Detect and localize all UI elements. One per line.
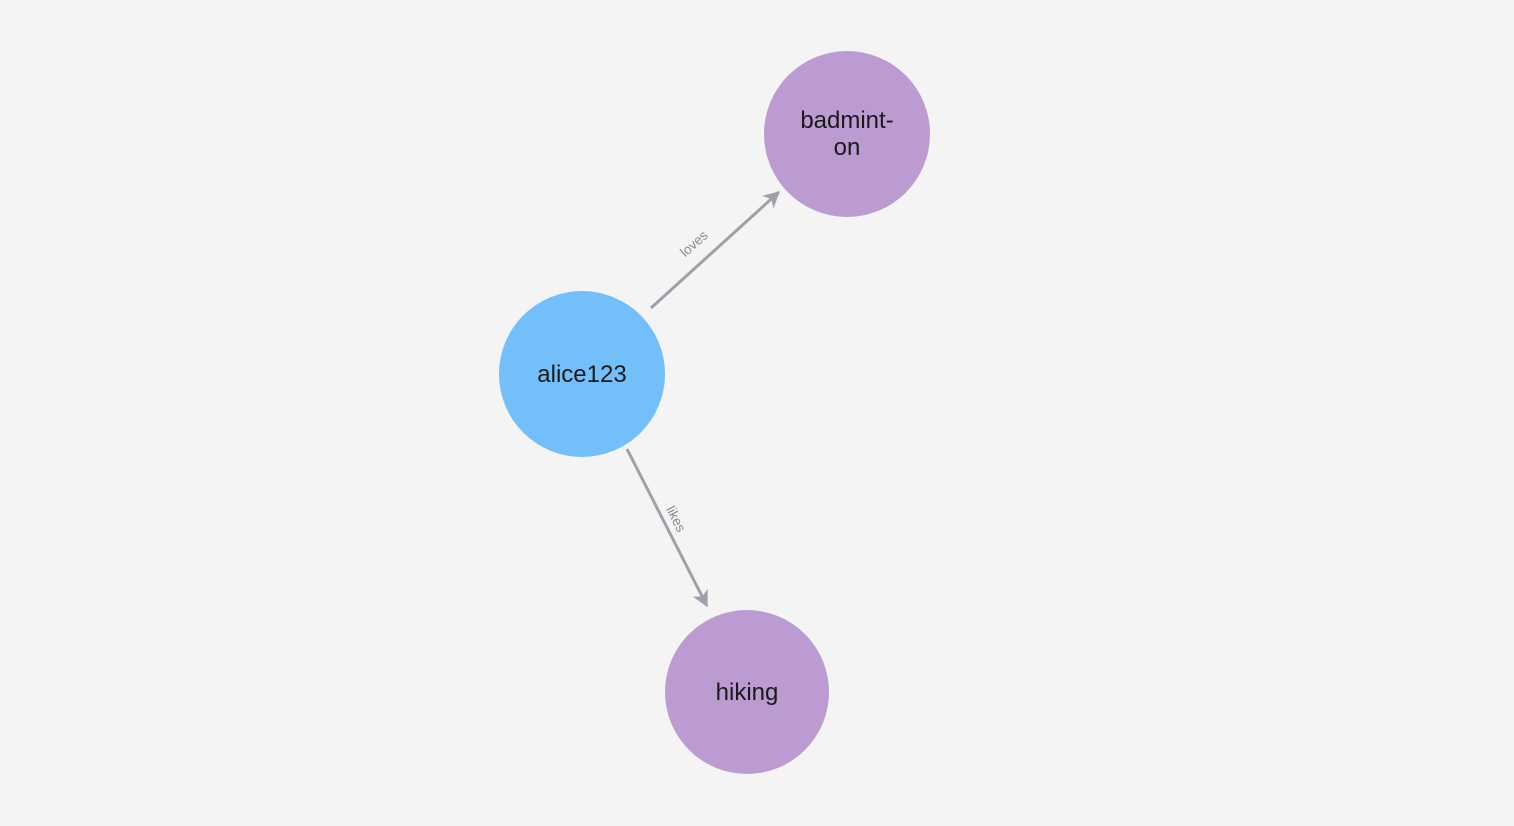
edge-alice123-loves-badminton[interactable]: loves	[649, 190, 781, 310]
node-label: badmint- on	[800, 107, 894, 161]
edge-line	[649, 190, 781, 310]
edge-label-loves: loves	[677, 227, 711, 259]
graph-node-alice123[interactable]: alice123	[499, 291, 665, 457]
node-label: hiking	[715, 678, 779, 706]
edge-line	[625, 448, 709, 608]
graph-node-hiking[interactable]: hiking	[665, 610, 829, 774]
graph-node-badminton[interactable]: badmint- on	[764, 51, 930, 217]
node-label: alice123	[537, 360, 627, 388]
edge-alice123-likes-hiking[interactable]: likes	[625, 448, 709, 608]
